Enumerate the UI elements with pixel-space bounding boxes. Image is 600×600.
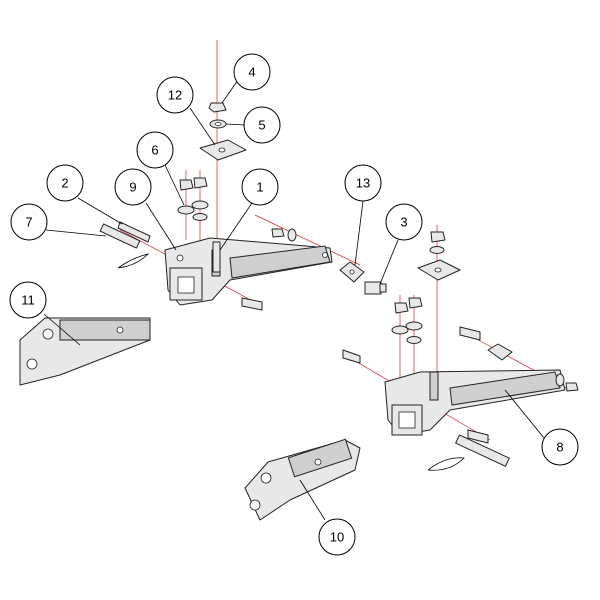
bolt-right-lower [467,429,489,444]
callout-4: 4 [233,53,271,91]
pin-7 [99,223,150,269]
nuts-washers-6 [177,177,209,221]
bolt-left-lower [241,297,263,311]
plate-13 [339,261,365,283]
callout-12: 12 [156,76,194,114]
nut-4 [208,102,227,113]
callout-3: 3 [385,203,423,241]
callout-11: 11 [9,281,47,319]
callout-8: 8 [541,428,579,466]
svg-text:1: 1 [256,180,263,195]
svg-text:5: 5 [258,118,265,133]
callout-5: 5 [243,106,281,144]
bolt-3 [364,281,387,295]
svg-text:8: 8 [556,440,563,455]
bolt-1 [212,241,221,273]
svg-text:4: 4 [248,65,255,80]
svg-text:7: 7 [25,215,32,230]
svg-text:10: 10 [330,530,344,545]
callout-13: 13 [344,164,382,202]
stinger-11 [19,317,151,386]
svg-text:13: 13 [356,176,370,191]
callout-7: 7 [10,203,48,241]
svg-text:9: 9 [129,180,136,195]
nuts-left-side [271,228,297,242]
callout-1: 1 [241,168,279,206]
nuts-washers-right [391,231,446,344]
svg-text:2: 2 [61,176,68,191]
leader-lines [43,79,545,521]
callout-2: 2 [46,164,84,202]
washer-5 [209,119,227,129]
bolt-2 [117,221,151,243]
nuts-right-side [555,373,579,392]
plate-right-small [487,343,513,361]
svg-text:12: 12 [168,88,182,103]
plate-right [417,259,461,281]
right-hitch-bracket [384,369,566,436]
callout-6: 6 [136,131,174,169]
left-hitch-bracket [164,237,333,306]
callout-10: 10 [318,518,356,556]
svg-text:3: 3 [400,215,407,230]
bolt-right-left [342,349,361,364]
stinger-10 [244,438,361,521]
svg-text:6: 6 [151,143,158,158]
bolt-right-upper [459,326,481,341]
pin-right [427,434,510,471]
plate-12 [199,139,247,161]
svg-text:11: 11 [21,293,35,308]
callout-9: 9 [114,168,152,206]
